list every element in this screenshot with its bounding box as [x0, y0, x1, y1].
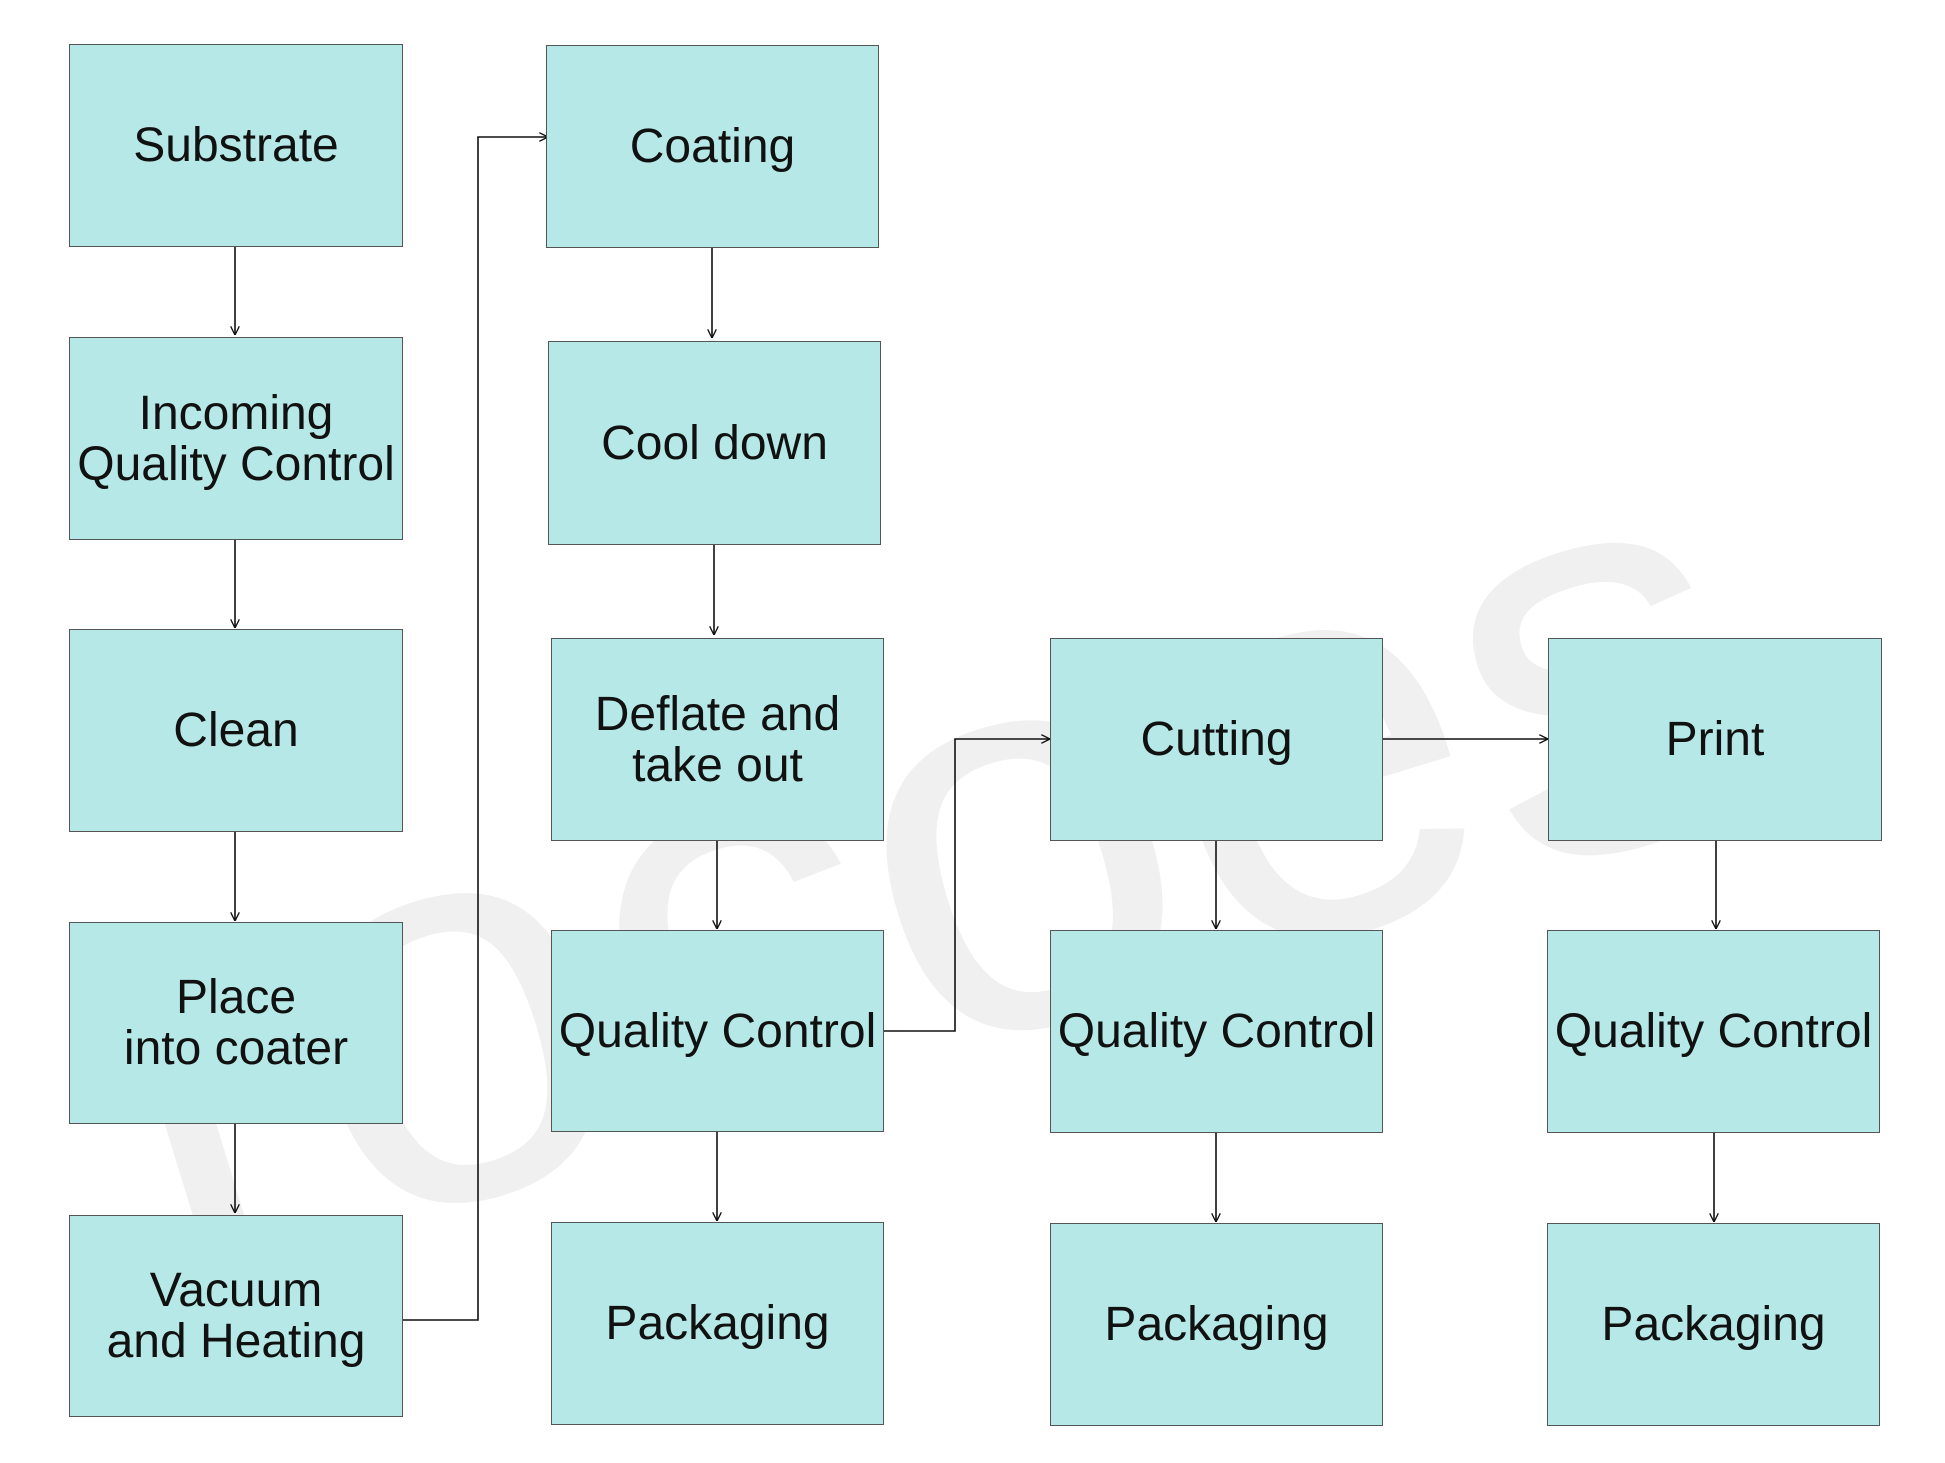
- node-packaging-1: Packaging: [551, 1222, 884, 1425]
- node-clean: Clean: [69, 629, 403, 832]
- node-label: Deflate and take out: [594, 687, 841, 792]
- node-label: Quality Control: [558, 1004, 877, 1058]
- node-quality-control-1: Quality Control: [551, 930, 884, 1132]
- node-label: Place into coater: [123, 971, 349, 1075]
- node-substrate: Substrate: [69, 44, 403, 247]
- node-vacuum-and-heating: Vacuum and Heating: [69, 1215, 403, 1417]
- edge-qc-1-to-cutting: [884, 739, 1050, 1032]
- node-label: Quality Control: [1057, 1005, 1376, 1058]
- node-coating: Coating: [546, 45, 879, 248]
- node-label: Print: [1665, 713, 1765, 766]
- node-label: Cutting: [1140, 713, 1293, 766]
- node-quality-control-2: Quality Control: [1050, 930, 1383, 1133]
- node-print: Print: [1548, 638, 1882, 841]
- node-label: Cool down: [601, 416, 828, 470]
- node-label: Quality Control: [1554, 1005, 1873, 1058]
- node-label: Packaging: [605, 1297, 830, 1350]
- node-label: Vacuum and Heating: [106, 1264, 366, 1368]
- node-incoming-quality-control: Incoming Quality Control: [69, 337, 403, 540]
- node-label: Incoming Quality Control: [77, 386, 395, 491]
- node-cutting: Cutting: [1050, 638, 1383, 841]
- node-packaging-2: Packaging: [1050, 1223, 1383, 1426]
- node-packaging-3: Packaging: [1547, 1223, 1880, 1426]
- node-place-into-coater: Place into coater: [69, 922, 403, 1124]
- node-label: Coating: [629, 120, 796, 173]
- node-label: Clean: [173, 704, 299, 757]
- edge-vacuum-heating-to-coating: [403, 137, 548, 1321]
- node-quality-control-3: Quality Control: [1547, 930, 1880, 1133]
- node-label: Packaging: [1104, 1298, 1329, 1351]
- node-cool-down: Cool down: [548, 341, 881, 545]
- node-label: Packaging: [1601, 1298, 1826, 1351]
- node-label: Substrate: [133, 119, 339, 172]
- node-deflate-and-take-out: Deflate and take out: [551, 638, 884, 841]
